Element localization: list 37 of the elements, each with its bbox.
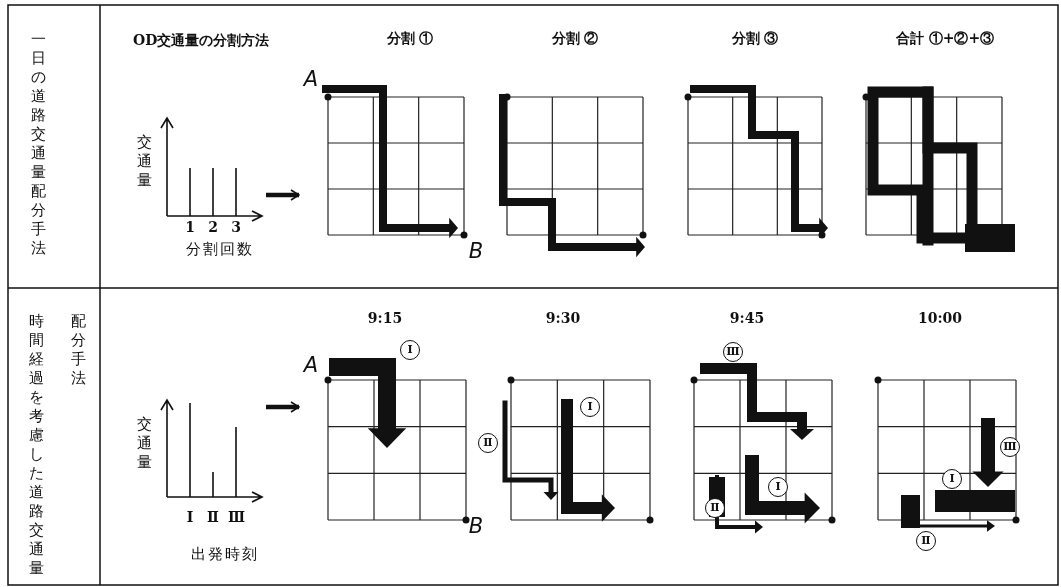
tick-label: Ⅰ [185,509,195,525]
axis-label: 出発時刻 [190,545,260,564]
panel-heading: 9:30 [544,310,582,326]
circled-numeral: Ⅰ [942,469,962,489]
circled-numeral: Ⅰ [400,340,420,360]
panel-heading: 分割 ③ [730,30,780,48]
panel-heading: 9:15 [366,310,404,326]
tick-label: 2 [207,219,219,235]
row-heading: 一日の道路交通量配分手法 [30,30,46,258]
panel-heading: 合計 ①+②+③ [894,30,996,48]
axis-label: 交通量 [136,415,152,472]
circled-numeral: Ⅱ [478,433,498,453]
point-label: B [467,514,485,538]
circled-numeral: Ⅰ [580,397,600,417]
circled-numeral: Ⅱ [705,498,725,518]
circled-numeral: Ⅲ [723,342,743,362]
tick-label: 1 [184,219,196,235]
double-arrow [266,189,300,201]
tick-label: 3 [230,219,242,235]
circled-numeral: Ⅰ [768,477,788,497]
panel-heading: 9:45 [728,310,766,326]
tick-label: Ⅲ [228,509,244,525]
point-label: A [302,67,320,91]
row-heading: 時間経過を考慮した道路交通量 [28,312,44,578]
axis-label: 交通量 [136,133,152,190]
tick-label: Ⅱ [206,509,220,525]
axis-label: 分割回数 [185,240,255,259]
row-heading: 配分手法 [70,312,86,388]
double-arrow [266,401,300,413]
section-heading: OD交通量の分割方法 [133,32,270,50]
point-label: A [302,353,320,377]
point-label: B [467,239,485,263]
panel-heading: 10:00 [916,310,964,326]
circled-numeral: Ⅲ [1000,437,1020,457]
panel-heading: 分割 ② [550,30,600,48]
panel-heading: 分割 ① [385,30,435,48]
circled-numeral: Ⅱ [916,531,936,551]
